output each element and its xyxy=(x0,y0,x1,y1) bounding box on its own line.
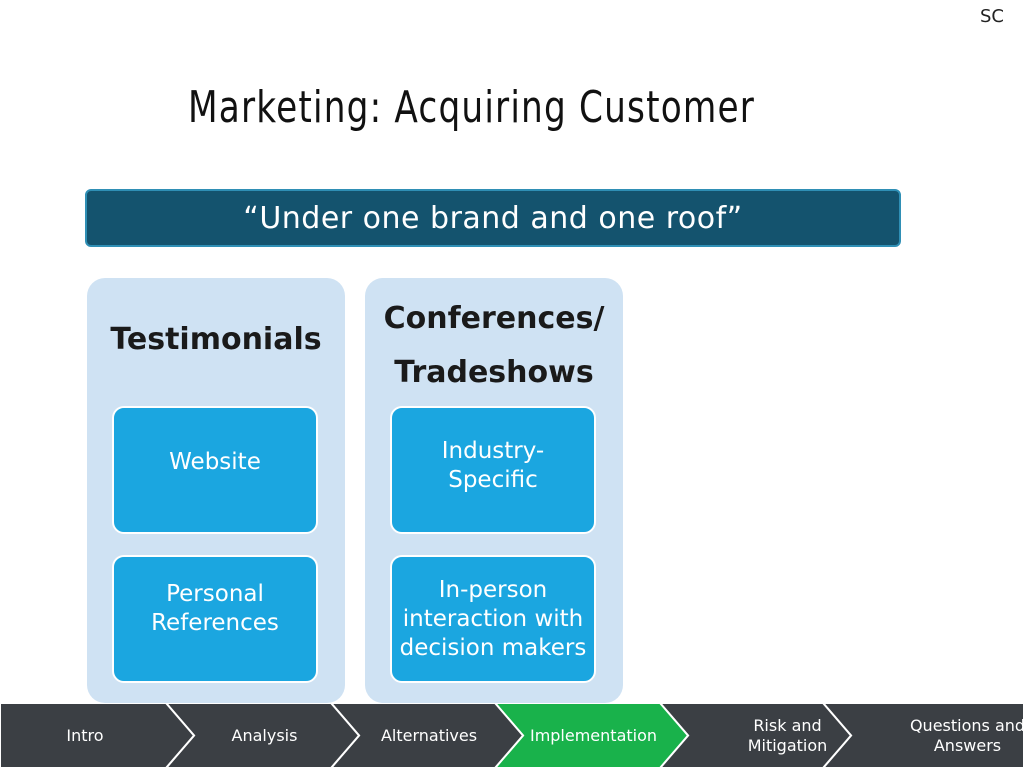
website-card-label: Website xyxy=(169,448,261,475)
nav-step-risk-and-mitigation[interactable]: Risk and Mitigation xyxy=(747,715,828,755)
in-person-card: In-person interaction with decision make… xyxy=(390,555,596,683)
tagline-text: “Under one brand and one roof” xyxy=(243,200,743,236)
nav-step-questions-and-answers[interactable]: Questions and Answers xyxy=(909,715,1024,755)
nav-step-intro[interactable]: Intro xyxy=(66,725,104,745)
testimonials-column: Testimonials Website Personal References xyxy=(87,278,345,703)
personal-references-card-label: Personal References xyxy=(151,581,279,636)
conferences-column: Conferences/ Tradeshows Industry-Specifi… xyxy=(365,278,623,703)
testimonials-heading: Testimonials xyxy=(110,322,322,357)
conferences-heading-line1: Conferences/ xyxy=(383,301,605,336)
personal-references-card: Personal References xyxy=(112,555,318,683)
nav-step-analysis[interactable]: Analysis xyxy=(231,725,298,745)
in-person-card-label: In-person interaction with decision make… xyxy=(399,576,587,661)
corner-label: SC xyxy=(980,6,1004,27)
nav-chevrons xyxy=(0,703,1024,768)
nav-step-implementation[interactable]: Implementation xyxy=(529,725,658,745)
industry-specific-card-label: Industry-Specific xyxy=(441,438,545,493)
industry-specific-card: Industry-Specific xyxy=(390,406,596,534)
tagline-banner: “Under one brand and one roof” xyxy=(85,189,901,247)
nav-step-shape[interactable] xyxy=(0,703,196,768)
conferences-heading: Conferences/ Tradeshows xyxy=(365,292,623,400)
page-title: Marketing: Acquiring Customer xyxy=(188,82,756,133)
website-card: Website xyxy=(112,406,318,534)
conferences-heading-line2: Tradeshows xyxy=(394,355,594,390)
nav-step-alternatives[interactable]: Alternatives xyxy=(380,725,478,745)
progress-nav-bar: Intro Analysis Alternatives Implementation R… xyxy=(0,703,1024,768)
